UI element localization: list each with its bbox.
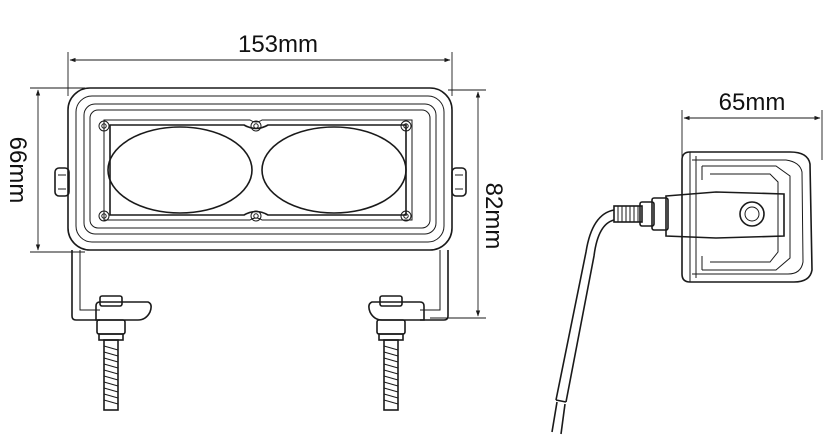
left-lens bbox=[107, 126, 253, 214]
depth-label: 65mm bbox=[719, 89, 786, 116]
front-view: 153mm 66mm 82mm bbox=[4, 31, 507, 411]
side-knob-right bbox=[451, 167, 467, 197]
front-screws bbox=[98, 120, 412, 222]
housing bbox=[67, 87, 453, 251]
power-cable bbox=[551, 209, 615, 435]
right-mount-bolt bbox=[376, 295, 406, 411]
cable-gland bbox=[613, 197, 669, 231]
side-bracket bbox=[665, 191, 785, 239]
side-knob-left bbox=[54, 167, 70, 197]
right-lens bbox=[261, 126, 407, 214]
width-label: 153mm bbox=[238, 31, 318, 58]
inner-height-label: 66mm bbox=[4, 137, 31, 204]
width-dimension: 153mm bbox=[67, 31, 453, 96]
lens-frame bbox=[103, 119, 413, 221]
total-height-label: 82mm bbox=[480, 183, 507, 250]
side-housing bbox=[681, 151, 813, 283]
side-view: 65mm bbox=[551, 89, 823, 435]
mounting-bracket bbox=[71, 250, 449, 321]
inner-height-dimension: 66mm bbox=[4, 87, 85, 253]
depth-dimension: 65mm bbox=[681, 89, 823, 160]
left-mount-bolt bbox=[96, 295, 126, 411]
total-height-dimension: 82mm bbox=[430, 89, 507, 319]
